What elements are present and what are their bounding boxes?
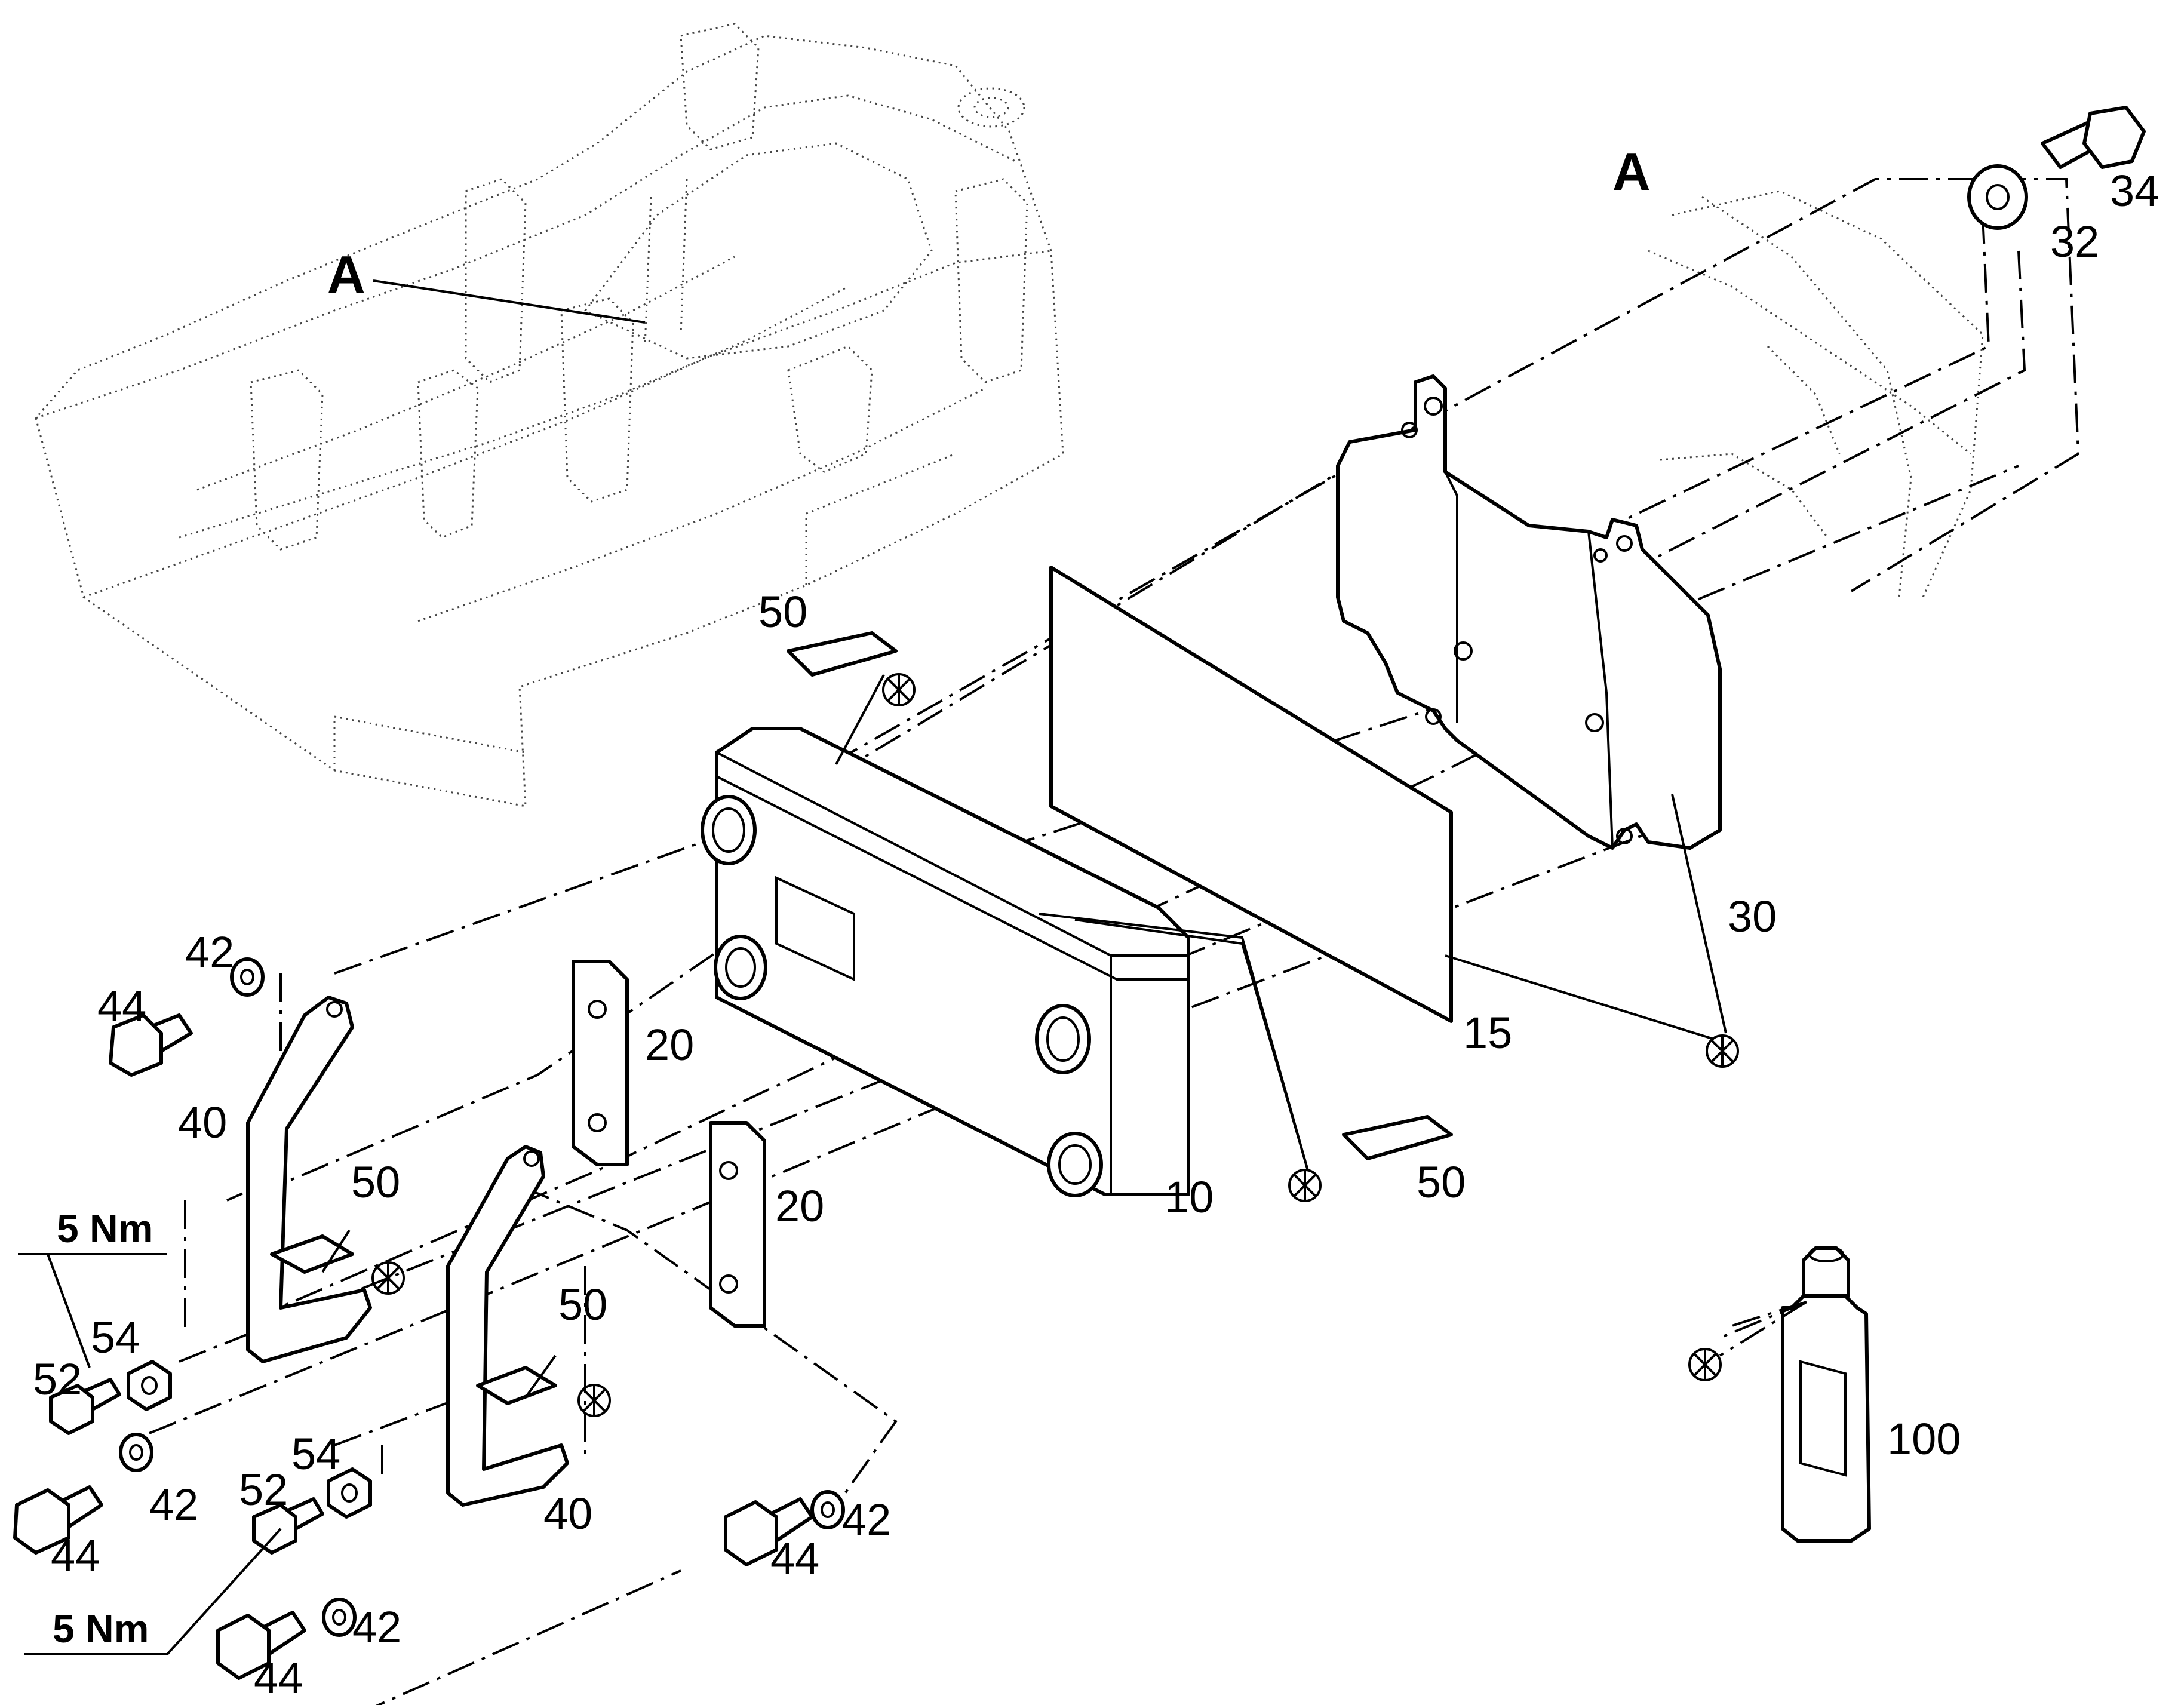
bracket-lower (446, 1145, 569, 1507)
label-32: 32 (2050, 217, 2099, 266)
label-52-upper: 52 (33, 1354, 82, 1404)
detail-a-frame (1648, 190, 1984, 598)
label-44-bottom: 44 (254, 1653, 303, 1703)
label-54-upper: 54 (91, 1313, 140, 1362)
frame-ref-label: A (327, 245, 365, 304)
washer-32 (1967, 164, 2028, 230)
bolt-44-top (109, 1013, 193, 1077)
label-10: 10 (1165, 1172, 1214, 1222)
nut-54-lower (327, 1467, 372, 1519)
mounting-bracket-sheet (1336, 374, 1722, 850)
bolt-44-mid (13, 1485, 103, 1555)
bolt-44-right (724, 1497, 814, 1566)
insulating-pad (1049, 566, 1453, 1023)
label-34: 34 (2110, 166, 2159, 216)
label-42-bottom: 42 (352, 1602, 401, 1652)
label-50-bracket-lower: 50 (558, 1280, 607, 1329)
pad-50-right (1342, 1115, 1453, 1160)
bolt-44-bottom (216, 1611, 306, 1680)
leader-lines (18, 674, 1727, 1655)
adhesive-symbol-near-top-pad (882, 673, 916, 706)
label-50-right: 50 (1417, 1157, 1466, 1207)
adhesive-symbol-bracket-upper (371, 1261, 405, 1295)
adhesive-bottle (1719, 1246, 1871, 1543)
nut-54-upper (127, 1360, 172, 1411)
label-20-lower: 20 (775, 1181, 824, 1231)
label-50-top: 50 (758, 587, 807, 637)
clamp-strip-lower (709, 1121, 766, 1328)
label-42-mid: 42 (149, 1480, 198, 1529)
adhesive-symbol-near-30 (1706, 1034, 1739, 1068)
label-15: 15 (1463, 1008, 1512, 1058)
washer-42-bottom (322, 1598, 357, 1637)
label-100: 100 (1887, 1414, 1961, 1464)
label-40-lower: 40 (543, 1489, 592, 1538)
washer-42-mid (119, 1433, 153, 1472)
bracket-upper (246, 996, 372, 1363)
adhesive-symbol-near-right-pad (1288, 1169, 1322, 1202)
screw-52-lower (252, 1497, 324, 1555)
adhesive-symbol-bottle (1688, 1348, 1722, 1381)
frame-ref-leader (373, 279, 646, 324)
label-40-upper: 40 (178, 1098, 227, 1147)
washer-42-right (810, 1490, 845, 1529)
label-42-top: 42 (185, 927, 234, 977)
label-50-bracket-upper: 50 (351, 1157, 400, 1207)
chassis-frame (35, 23, 1064, 807)
label-52-lower: 52 (239, 1465, 288, 1515)
label-44-mid: 44 (51, 1531, 100, 1580)
torque-label-lower: 5 Nm (53, 1606, 149, 1651)
screw-52-upper (49, 1378, 121, 1435)
oil-cooler (701, 727, 1190, 1197)
washer-42-top (230, 957, 265, 997)
label-42-right: 42 (842, 1495, 891, 1544)
label-30: 30 (1728, 892, 1777, 941)
label-44-top: 44 (97, 981, 146, 1031)
adhesive-symbol-bracket-lower (577, 1384, 611, 1417)
label-54-lower: 54 (291, 1429, 340, 1479)
label-20-upper: 20 (645, 1020, 694, 1070)
bolt-34 (2041, 106, 2146, 169)
clamp-strip-upper (572, 960, 629, 1166)
torque-label-upper: 5 Nm (57, 1206, 153, 1251)
pad-50-top (787, 631, 898, 677)
label-44-right: 44 (770, 1534, 819, 1583)
detail-ref-label: A (1612, 142, 1651, 201)
